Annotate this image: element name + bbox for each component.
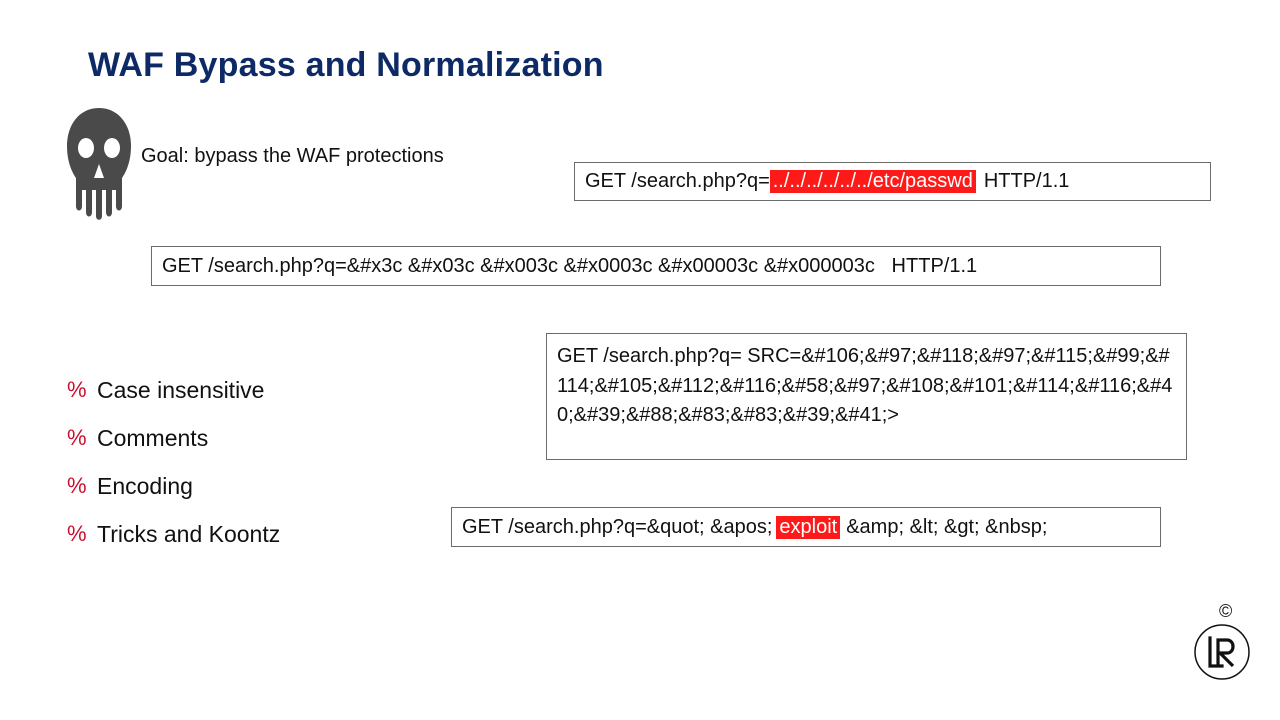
list-item-label: Case insensitive bbox=[97, 376, 265, 403]
slide-title: WAF Bypass and Normalization bbox=[88, 46, 604, 84]
request-box-decimal-encoding: GET /search.php?q= SRC=&#106;&#97;&#118;… bbox=[546, 333, 1187, 460]
list-item-label: Encoding bbox=[97, 472, 193, 499]
list-item: % Tricks and Koontz bbox=[67, 510, 280, 558]
request2-text: GET /search.php?q=&#x3c &#x03c &#x003c &… bbox=[162, 254, 978, 277]
request4-suffix: &amp; &lt; &gt; &nbsp; bbox=[846, 515, 1048, 538]
goal-text: Goal: bypass the WAF protections bbox=[141, 145, 444, 167]
request-box-html-entities: GET /search.php?q=&quot; &apos;exploit&a… bbox=[451, 507, 1161, 547]
skull-icon bbox=[67, 108, 131, 220]
bullet-marker: % bbox=[67, 377, 87, 402]
request1-prefix: GET /search.php?q= bbox=[585, 170, 770, 192]
request4-highlight: exploit bbox=[776, 515, 841, 539]
copyright-symbol: © bbox=[1219, 601, 1233, 621]
technique-list: % Case insensitive % Comments % Encoding… bbox=[67, 366, 280, 558]
bullet-marker: % bbox=[67, 473, 87, 498]
list-item-label: Comments bbox=[97, 424, 209, 451]
list-item: % Encoding bbox=[67, 462, 280, 510]
request-box-path-traversal: GET /search.php?q=../../../../../../etc/… bbox=[574, 162, 1211, 201]
bullet-marker: % bbox=[67, 425, 87, 450]
list-item-label: Tricks and Koontz bbox=[97, 520, 281, 547]
request1-suffix: HTTP/1.1 bbox=[983, 170, 1070, 192]
request1-highlight: ../../../../../../etc/passwd bbox=[769, 170, 976, 193]
lr-logo-icon bbox=[1194, 624, 1250, 680]
request4-prefix: GET /search.php?q=&quot; &apos; bbox=[462, 515, 773, 538]
request-box-hex-encoding: GET /search.php?q=&#x3c &#x03c &#x003c &… bbox=[151, 246, 1161, 286]
list-item: % Comments bbox=[67, 414, 280, 462]
request3-text: GET /search.php?q= SRC=&#106;&#97;&#118;… bbox=[557, 345, 1173, 426]
bullet-marker: % bbox=[67, 521, 87, 546]
list-item: % Case insensitive bbox=[67, 366, 280, 414]
